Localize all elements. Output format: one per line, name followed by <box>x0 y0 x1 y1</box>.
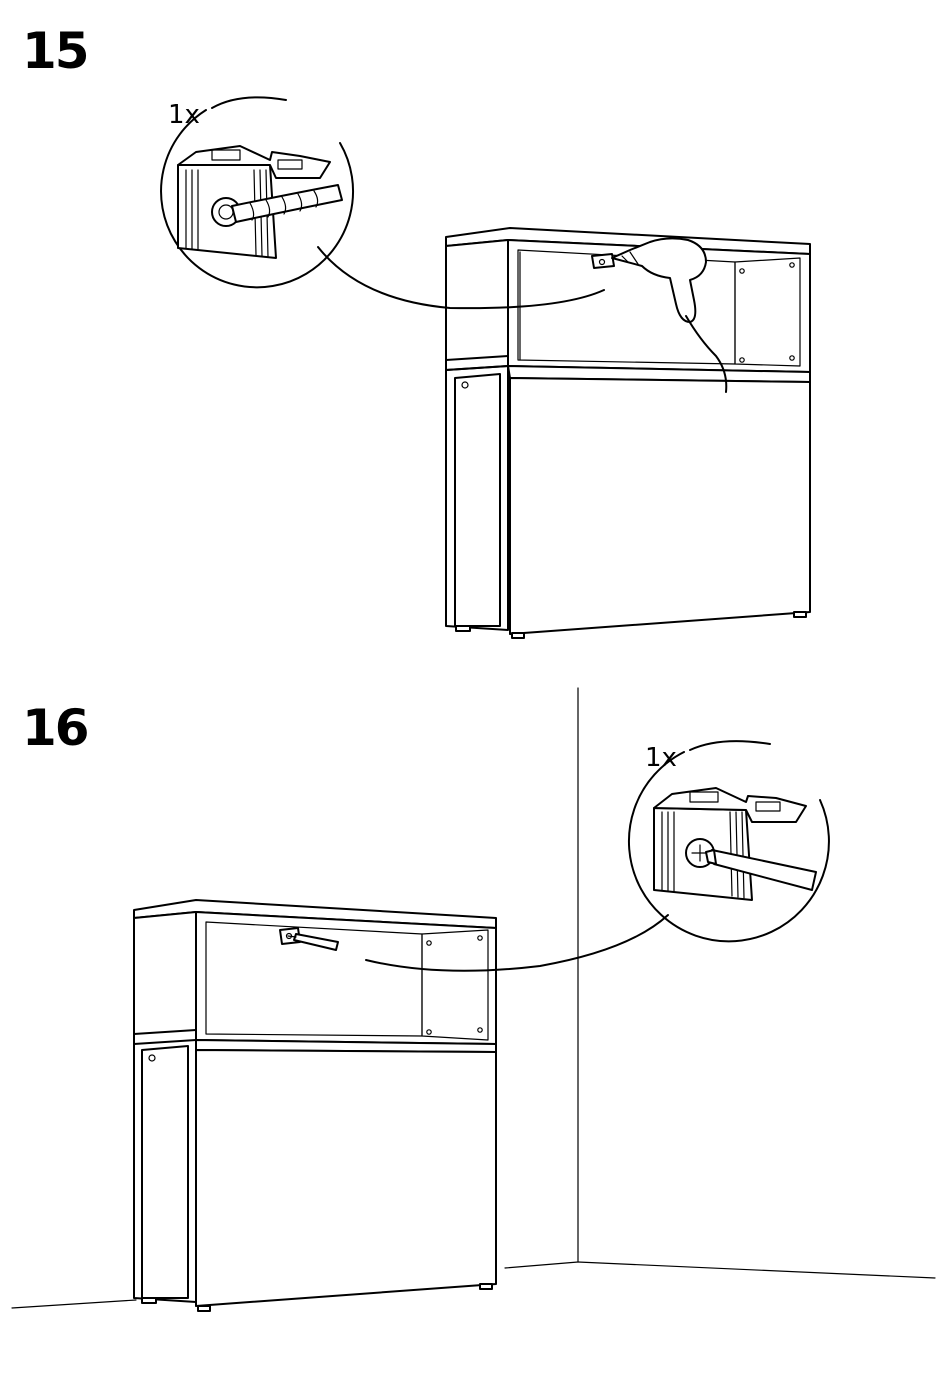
step-16-drawing <box>12 688 935 1311</box>
step-16-detail-circle <box>629 741 829 941</box>
step-16-cabinet <box>134 900 496 1311</box>
step-15-detail-circle <box>161 97 353 287</box>
step-15-drawing <box>161 97 810 638</box>
step-15-cabinet <box>446 228 810 638</box>
